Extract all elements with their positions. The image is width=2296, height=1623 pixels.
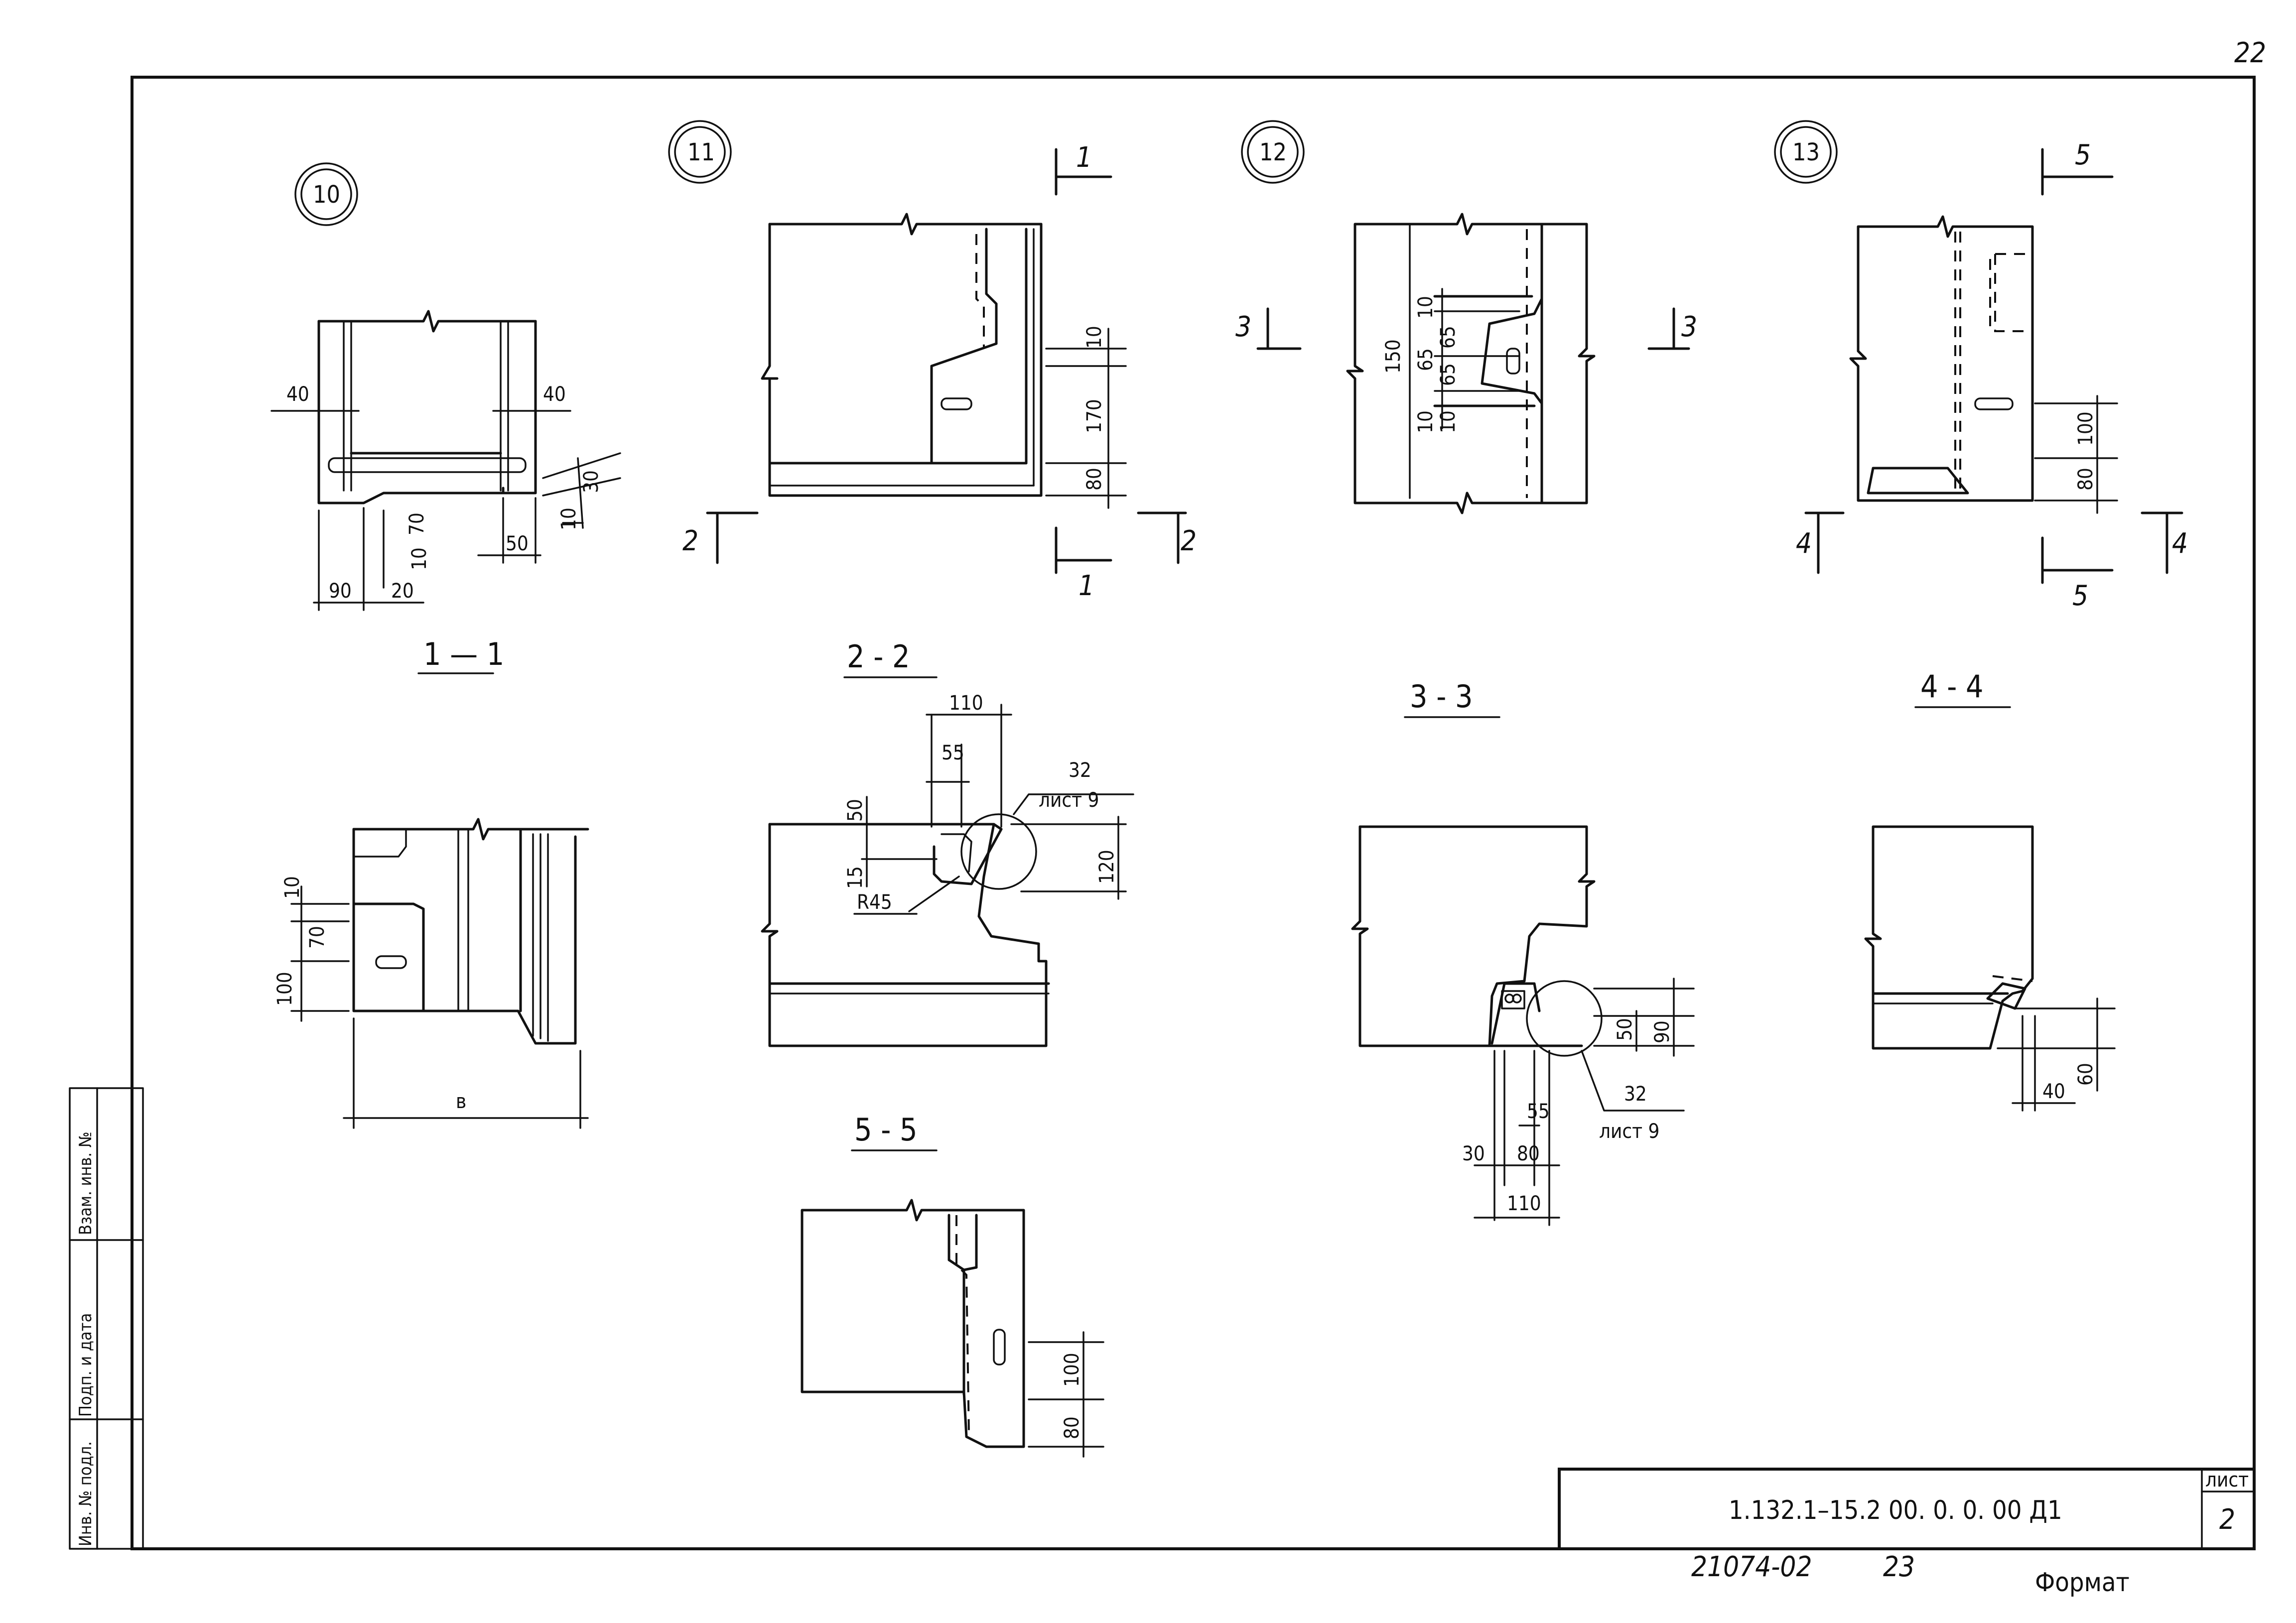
- dim-label: 10: [408, 547, 431, 570]
- svg-text:11: 11: [687, 138, 715, 166]
- page-number: 22: [2234, 37, 2266, 69]
- node-10-drawing: 40 40 30 10 70 10 50 90 20: [270, 310, 621, 611]
- dim-label: 150: [1382, 339, 1405, 374]
- dim-label: 90: [1651, 1020, 1674, 1043]
- ref-sheet: лист 9: [1599, 1120, 1659, 1143]
- dim-label: 90: [329, 580, 352, 603]
- cut-mark: 2: [682, 525, 698, 557]
- sheet-frame: [131, 76, 2256, 1550]
- sub-number: 23: [1883, 1551, 1915, 1583]
- node-callout-11: 11: [668, 120, 732, 184]
- dim-label: R45: [857, 891, 892, 914]
- dim-label: 40: [2042, 1080, 2065, 1103]
- section-1-1-drawing: 10 70 100 в: [273, 818, 589, 1129]
- section-label-5-5: 5 - 5: [854, 1112, 918, 1148]
- node-12-drawing: 150 10 65 65 65 10 10 3 3: [1235, 213, 1697, 514]
- side-stamp-repl: Взам. инв. №: [76, 1131, 96, 1235]
- dim-label: 10: [557, 507, 580, 530]
- node-11-drawing: 10 170 80 1 1 2 2: [682, 141, 1197, 602]
- cut-mark: 2: [1181, 525, 1197, 557]
- section-4-4-drawing: 40 60: [1864, 825, 2116, 1112]
- dim-label: 100: [2074, 411, 2097, 446]
- section-3-3-drawing: 50 90 55 30 80 110 32 лист 9: [1351, 825, 1695, 1226]
- sheet-label: лист: [2205, 1469, 2249, 1492]
- dim-label: 60: [2074, 1063, 2097, 1086]
- dim-label: 120: [1095, 850, 1118, 884]
- ref-number: 32: [1624, 1083, 1647, 1106]
- ref-sheet: лист 9: [1039, 789, 1099, 812]
- dim-label: 10: [281, 876, 304, 899]
- dim-label: 70: [306, 926, 329, 949]
- dim-label: 100: [1061, 1353, 1083, 1387]
- cut-mark: 1: [1079, 570, 1094, 602]
- cut-mark: 4: [1796, 527, 1812, 560]
- dim-label: 65: [1414, 348, 1437, 371]
- dim-label: 30: [580, 470, 603, 493]
- dim-label: 65: [1437, 363, 1460, 386]
- cut-mark: 3: [1235, 311, 1251, 343]
- node-callout-10: 10: [294, 162, 358, 226]
- svg-text:13: 13: [1792, 138, 1820, 166]
- side-stamp-inv: Инв. № подл.: [76, 1441, 96, 1546]
- dim-label: 170: [1083, 399, 1106, 433]
- node-13-drawing: 100 80 5 5 4 4: [1796, 139, 2188, 612]
- format-label: Формат: [2035, 1568, 2130, 1598]
- dim-label: 15: [844, 866, 867, 889]
- section-2-2-drawing: 110 55 50 15 120 R45 32 лист 9: [761, 692, 1134, 1047]
- dim-label: 40: [543, 383, 566, 406]
- dim-label: 50: [506, 532, 529, 555]
- dim-label: 110: [949, 692, 983, 715]
- section-label-3-3: 3 - 3: [1410, 678, 1473, 715]
- dim-label: 80: [2074, 468, 2097, 491]
- side-stamp: Инв. № подл. Подп. и дата Взам. инв. №: [69, 1087, 144, 1550]
- cut-mark: 5: [2075, 139, 2091, 171]
- svg-text:12: 12: [1259, 138, 1287, 166]
- node-callout-12: 12: [1241, 120, 1305, 184]
- cut-mark: 1: [1076, 141, 1092, 174]
- section-5-5-drawing: 100 80: [801, 1199, 1104, 1458]
- svg-text:10: 10: [313, 181, 340, 209]
- cut-mark: 4: [2172, 527, 2188, 560]
- cut-mark: 5: [2072, 580, 2088, 612]
- archive-number: 21074-02: [1691, 1551, 1812, 1583]
- dim-label: 20: [391, 580, 414, 603]
- dim-label: 80: [1517, 1142, 1540, 1165]
- dim-label: 55: [942, 742, 964, 764]
- dim-label: 10: [1437, 410, 1460, 433]
- section-label-4-4: 4 - 4: [1920, 668, 1984, 705]
- section-label-1-1: 1 — 1: [423, 636, 504, 672]
- dim-label: 50: [844, 799, 867, 822]
- sheet-number: 2: [2219, 1503, 2235, 1536]
- dim-label: 10: [1414, 296, 1437, 319]
- dim-label: 30: [1462, 1142, 1485, 1165]
- dim-label: в: [456, 1090, 466, 1113]
- node-callout-13: 13: [1774, 120, 1838, 184]
- dim-label: 80: [1061, 1416, 1083, 1439]
- dim-label: 10: [1414, 410, 1437, 433]
- cut-mark: 3: [1681, 311, 1697, 343]
- dim-label: 100: [273, 972, 296, 1006]
- dim-label: 50: [1614, 1018, 1636, 1041]
- dim-label: 55: [1527, 1100, 1550, 1123]
- section-label-2-2: 2 - 2: [847, 638, 910, 675]
- dim-label: 70: [405, 512, 428, 535]
- dim-label: 65: [1437, 326, 1460, 349]
- title-block: 1.132.1–15.2 00. 0. 0. 00 Д1 лист 2: [1558, 1468, 2256, 1550]
- side-stamp-sign: Подп. и дата: [76, 1313, 96, 1417]
- ref-number: 32: [1069, 759, 1091, 782]
- dim-label: 110: [1507, 1192, 1541, 1215]
- dim-label: 10: [1083, 326, 1106, 349]
- title-code: 1.132.1–15.2 00. 0. 0. 00 Д1: [1729, 1496, 2062, 1525]
- dim-label: 80: [1083, 468, 1106, 491]
- dim-label: 40: [286, 383, 309, 406]
